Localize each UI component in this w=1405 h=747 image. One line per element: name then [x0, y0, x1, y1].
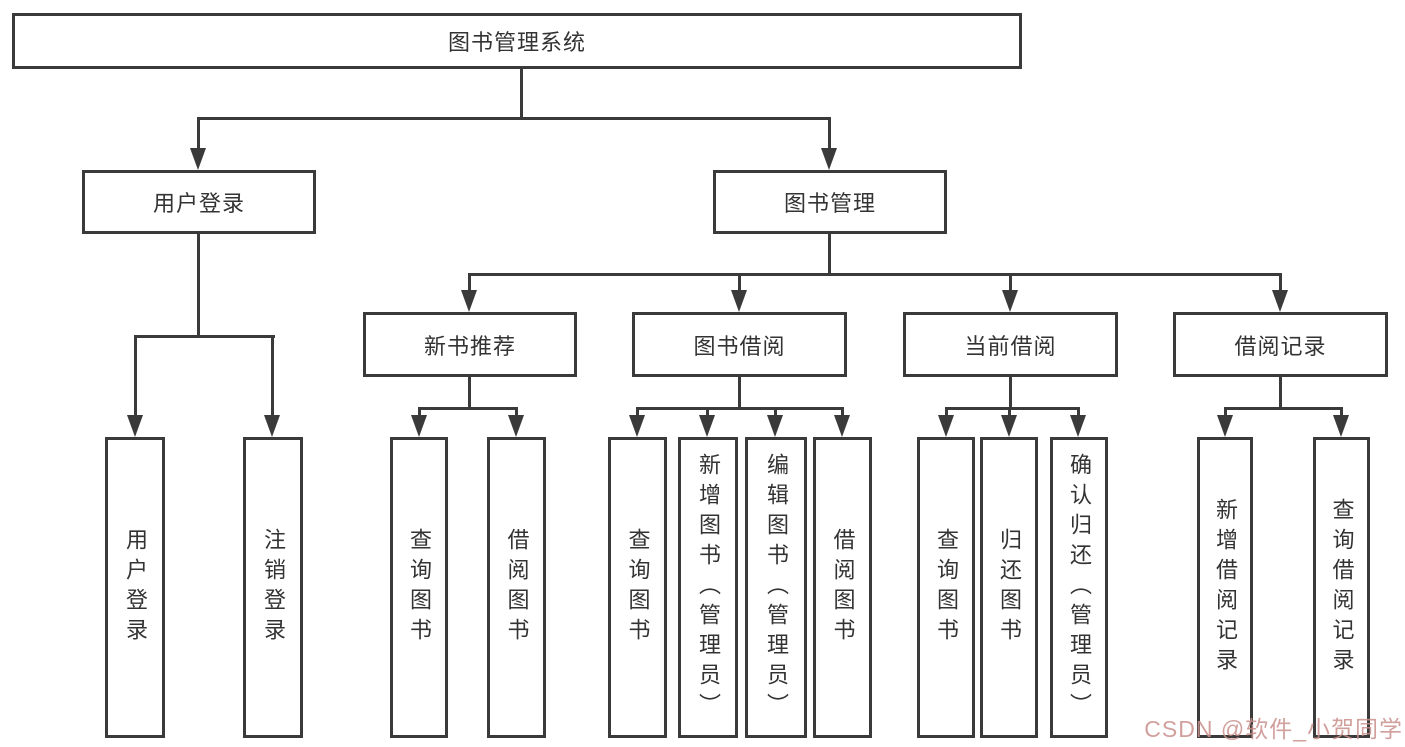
- node-current-borrow: 当前借阅: [903, 312, 1118, 377]
- leaf-cb-query-book-label: 查询图书: [934, 527, 959, 648]
- arrow-to-cb-query-book: [938, 415, 954, 437]
- node-new-book-recommend-label: 新书推荐: [423, 333, 516, 359]
- edge-bookborrow-drop-4: [841, 407, 844, 416]
- edge-bookborrow-stem: [738, 377, 741, 409]
- arrow-to-leaf-user-login: [127, 415, 143, 437]
- edge-bookmgmt-rail: [469, 273, 1282, 276]
- edge-currentborrow-drop-2: [1008, 407, 1011, 416]
- leaf-rec-query-book: 查询图书: [390, 437, 448, 738]
- edge-bookborrow-drop-1: [636, 407, 639, 416]
- edge-root-drop-right: [828, 117, 831, 149]
- leaf-cb-confirm-return: 确认归还（管理员）: [1050, 437, 1108, 738]
- csdn-watermark: CSDN @软件_小贺同学: [1144, 716, 1403, 742]
- edge-recommend-drop-2: [515, 407, 518, 416]
- edge-currentborrow-drop-3: [1077, 407, 1080, 416]
- leaf-br-query-record-label: 查询借阅记录: [1329, 497, 1355, 678]
- arrow-to-leaf-logout: [264, 415, 280, 437]
- edge-recommend-rail: [418, 407, 518, 410]
- leaf-bb-query-book: 查询图书: [608, 437, 667, 738]
- edge-root-stem: [520, 67, 523, 118]
- leaf-bb-add-book: 新增图书（管理员）: [678, 437, 738, 738]
- arrow-to-bb-edit-book: [767, 415, 783, 437]
- leaf-cb-return-book-label: 归还图书: [997, 527, 1022, 648]
- arrow-to-br-query-record: [1333, 415, 1349, 437]
- edge-bookborrow-drop-3: [774, 407, 777, 416]
- arrow-to-bb-borrow-book: [834, 415, 850, 437]
- edge-userlogin-drop-1: [134, 335, 137, 415]
- leaf-user-login: 用户登录: [105, 437, 165, 738]
- arrow-to-cb-return-book: [1001, 415, 1017, 437]
- node-user-login: 用户登录: [82, 170, 316, 234]
- node-current-borrow-label: 当前借阅: [964, 333, 1057, 359]
- arrow-to-book-borrow: [731, 290, 747, 312]
- arrow-to-rec-query-book: [411, 415, 427, 437]
- leaf-rec-borrow-book-label: 借阅图书: [504, 527, 530, 648]
- node-user-login-label: 用户登录: [152, 191, 245, 216]
- leaf-bb-borrow-book: 借阅图书: [813, 437, 872, 738]
- edge-borrowrecord-drop-1: [1224, 407, 1227, 416]
- leaf-user-login-label: 用户登录: [123, 527, 148, 648]
- edge-userlogin-stem: [197, 234, 200, 337]
- arrow-to-bb-query-book: [629, 415, 645, 437]
- node-borrow-record-label: 借阅记录: [1234, 333, 1327, 359]
- edge-recommend-drop-1: [418, 407, 421, 416]
- leaf-cb-return-book: 归还图书: [980, 437, 1038, 738]
- leaf-rec-borrow-book: 借阅图书: [487, 437, 546, 738]
- edge-bookmgmt-drop-3: [1009, 273, 1012, 292]
- node-root-library-system: 图书管理系统: [12, 13, 1022, 69]
- leaf-cb-query-book: 查询图书: [917, 437, 975, 738]
- leaf-bb-edit-book: 编辑图书（管理员）: [745, 437, 807, 738]
- node-book-management: 图书管理: [713, 170, 947, 234]
- arrow-to-cb-confirm-return: [1070, 415, 1086, 437]
- edge-recommend-stem: [468, 377, 471, 409]
- edge-bookmgmt-drop-2: [738, 273, 741, 292]
- leaf-cb-confirm-return-label: 确认归还（管理员）: [1067, 452, 1092, 723]
- arrow-to-new-book-recommend: [461, 290, 477, 312]
- edge-userlogin-drop-2: [271, 335, 274, 415]
- edge-currentborrow-drop-1: [945, 407, 948, 416]
- arrow-to-rec-borrow-book: [508, 415, 524, 437]
- arrow-to-br-add-record: [1217, 415, 1233, 437]
- leaf-bb-borrow-book-label: 借阅图书: [830, 527, 856, 648]
- edge-currentborrow-stem: [1009, 377, 1012, 409]
- leaf-logout: 注销登录: [243, 437, 303, 738]
- edge-bookborrow-rail: [636, 407, 844, 410]
- node-book-management-label: 图书管理: [783, 191, 876, 216]
- edge-borrowrecord-drop-2: [1340, 407, 1343, 416]
- node-root-label: 图书管理系统: [447, 30, 586, 55]
- edge-currentborrow-rail: [945, 407, 1080, 410]
- leaf-logout-label: 注销登录: [261, 527, 286, 648]
- node-book-borrow: 图书借阅: [632, 312, 847, 377]
- node-new-book-recommend: 新书推荐: [363, 312, 577, 377]
- leaf-br-add-record: 新增借阅记录: [1197, 437, 1253, 738]
- edge-bookmgmt-drop-1: [468, 273, 471, 292]
- edge-root-rail: [197, 117, 831, 120]
- edge-bookmgmt-drop-4: [1279, 273, 1282, 292]
- arrow-to-user-login: [190, 148, 206, 170]
- leaf-bb-query-book-label: 查询图书: [625, 527, 651, 648]
- edge-userlogin-rail: [134, 335, 275, 338]
- arrow-to-borrow-record: [1272, 290, 1288, 312]
- leaf-rec-query-book-label: 查询图书: [407, 527, 432, 648]
- edge-bookmgmt-stem: [828, 234, 831, 275]
- node-borrow-record: 借阅记录: [1173, 312, 1388, 377]
- arrow-to-book-management: [821, 148, 837, 170]
- leaf-br-query-record: 查询借阅记录: [1313, 437, 1370, 738]
- leaf-bb-add-book-label: 新增图书（管理员）: [696, 452, 721, 723]
- edge-borrowrecord-stem: [1279, 377, 1282, 409]
- edge-bookborrow-drop-2: [706, 407, 709, 416]
- leaf-bb-edit-book-label: 编辑图书（管理员）: [764, 452, 789, 723]
- arrow-to-current-borrow: [1002, 290, 1018, 312]
- node-book-borrow-label: 图书借阅: [693, 333, 786, 359]
- edge-borrowrecord-rail: [1224, 407, 1342, 410]
- edge-root-drop-left: [197, 117, 200, 149]
- arrow-to-bb-add-book: [699, 415, 715, 437]
- leaf-br-add-record-label: 新增借阅记录: [1213, 497, 1238, 678]
